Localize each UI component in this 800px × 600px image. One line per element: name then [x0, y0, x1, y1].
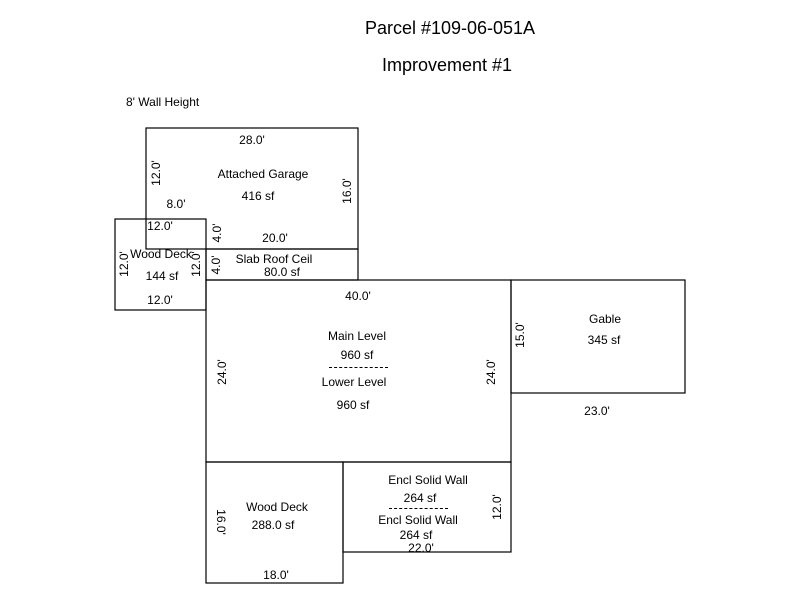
garage-inner-vertical-dimension: 4.0'	[210, 223, 224, 243]
main-top-dimension: 40.0'	[345, 289, 371, 303]
deck-small-top-dimension: 12.0'	[147, 219, 173, 233]
gable-bottom-dimension: 23.0'	[584, 404, 610, 418]
gable-left-dimension: 15.0'	[513, 322, 527, 348]
slab-left-dimension: 4.0'	[209, 255, 223, 275]
deck-large-name: Wood Deck	[246, 500, 308, 514]
deck-small-bottom-dimension: 12.0'	[147, 293, 173, 307]
encl-lower-area: 264 sf	[399, 528, 433, 542]
garage-inner-left-dimension: 8.0'	[166, 197, 186, 211]
garage-area: 416 sf	[241, 189, 275, 203]
encl-divider	[389, 508, 448, 509]
slab-area: 80.0 sf	[263, 265, 301, 279]
slab-name: Slab Roof Ceil	[235, 252, 313, 266]
encl-upper-area: 264 sf	[403, 491, 437, 505]
parcel-title: Parcel #109-06-051A	[364, 18, 536, 38]
deck-small-left-dimension: 12.0'	[117, 251, 131, 277]
garage-left-dimension: 12.0'	[149, 160, 163, 186]
encl-right-dimension: 12.0'	[490, 494, 504, 520]
main-level-outline	[205, 279, 512, 463]
garage-name: Attached Garage	[217, 167, 309, 181]
deck-large-area: 288.0 sf	[251, 518, 295, 532]
lower-level-name: Lower Level	[321, 375, 387, 389]
encl-upper-name: Encl Solid Wall	[388, 473, 468, 487]
encl-lower-name: Encl Solid Wall	[378, 513, 458, 527]
deck-large-bottom-dimension: 18.0'	[263, 568, 289, 582]
main-right-dimension: 24.0'	[484, 359, 498, 385]
deck-small-name: Wood Deck	[130, 247, 192, 261]
garage-top-dimension: 28.0'	[239, 133, 265, 147]
deck-large-left-dimension: 16.0'	[214, 509, 228, 535]
encl-solid-wall-outline	[342, 461, 512, 553]
gable-name: Gable	[588, 312, 622, 326]
main-level-divider	[329, 367, 388, 368]
garage-bottom-dimension: 20.0'	[262, 231, 288, 245]
main-level-name: Main Level	[327, 329, 387, 343]
gable-outline	[510, 279, 686, 394]
encl-bottom-dimension: 22.0'	[408, 541, 434, 555]
main-left-dimension: 24.0'	[215, 359, 229, 385]
deck-small-area: 144 sf	[145, 269, 179, 283]
main-level-area: 960 sf	[340, 348, 374, 362]
garage-right-dimension: 16.0'	[340, 178, 354, 204]
gable-area: 345 sf	[587, 333, 621, 347]
lower-level-area: 960 sf	[336, 398, 370, 412]
improvement-title: Improvement #1	[381, 55, 513, 75]
wall-height-label: 8' Wall Height	[126, 95, 200, 109]
